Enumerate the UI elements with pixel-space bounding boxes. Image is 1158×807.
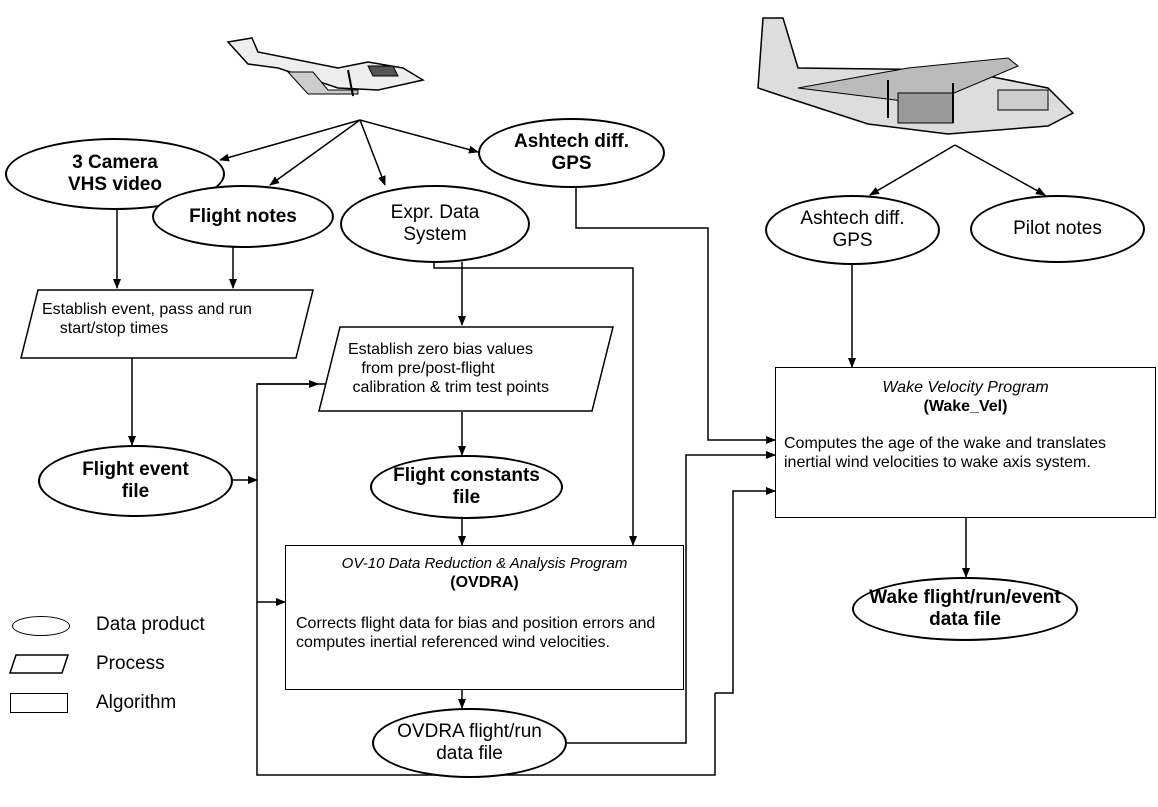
wake-vel-title: Wake Velocity Program bbox=[882, 379, 1049, 396]
legend-parallelogram-icon bbox=[8, 654, 70, 674]
wake-vel-subtitle: (Wake_Vel) bbox=[923, 398, 1008, 415]
establish-event-shape bbox=[20, 289, 314, 359]
legend-process-label: Process bbox=[96, 653, 165, 674]
wake-vel-description: Computes the age of the wake and transla… bbox=[784, 435, 1106, 471]
establish-event-process: Establish event, pass and run start/stop… bbox=[42, 301, 252, 337]
flight-notes-node: Flight notes bbox=[152, 185, 334, 248]
ov10-aircraft-icon bbox=[226, 37, 425, 97]
flight-constants-file-node: Flight constants file bbox=[370, 455, 563, 519]
pilot-notes-node: Pilot notes bbox=[970, 195, 1145, 263]
wake-data-file-node: Wake flight/run/event data file bbox=[852, 577, 1078, 641]
legend-algorithm-label: Algorithm bbox=[96, 692, 177, 713]
legend-ellipse-icon bbox=[12, 616, 70, 636]
expr-data-system-node: Expr. Data System bbox=[340, 185, 530, 263]
ovdra-data-file-node: OVDRA flight/run data file bbox=[372, 708, 567, 778]
ovdra-algorithm: OV-10 Data Reduction & Analysis Program … bbox=[285, 545, 684, 690]
establish-zero-bias-process: Establish zero bias values from pre/post… bbox=[348, 341, 549, 396]
ovdra-subtitle: (OVDRA) bbox=[450, 574, 519, 591]
wake-vel-algorithm: Wake Velocity Program (Wake_Vel) Compute… bbox=[775, 367, 1156, 518]
c130-aircraft-icon bbox=[757, 17, 1075, 135]
ovdra-title: OV-10 Data Reduction & Analysis Program bbox=[341, 555, 628, 572]
establish-zero-bias-shape bbox=[318, 326, 614, 412]
ovdra-description: Corrects flight data for bias and positi… bbox=[296, 615, 656, 651]
ashtech-gps-right-node: Ashtech diff. GPS bbox=[765, 195, 940, 265]
legend-rectangle-icon bbox=[10, 693, 68, 713]
flight-event-file-node: Flight event file bbox=[38, 445, 233, 517]
ashtech-gps-left-node: Ashtech diff. GPS bbox=[478, 118, 665, 188]
legend-data-product-label: Data product bbox=[96, 614, 205, 635]
